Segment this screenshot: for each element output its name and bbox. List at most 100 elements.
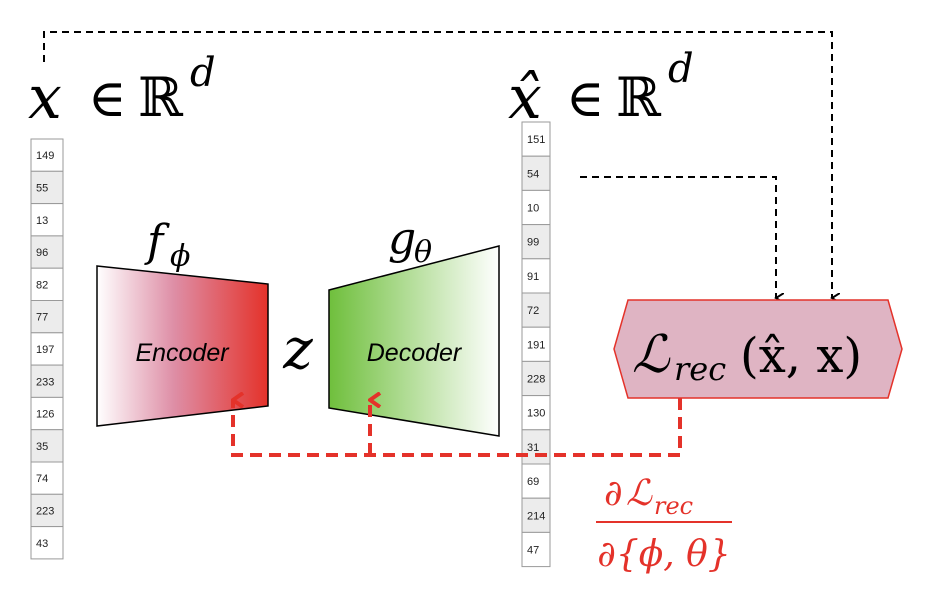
- input-to-loss-dashed-connector: [43, 31, 832, 298]
- input-vector-cell-value: 55: [36, 182, 48, 194]
- input-vector-cell-value: 149: [36, 150, 54, 162]
- loss-subscript: rec: [674, 350, 726, 388]
- output-vector-cell-value: 214: [527, 510, 545, 522]
- decoder-subscript: θ: [414, 235, 432, 270]
- output-var: x̂: [508, 63, 542, 133]
- encoder-label: Encoder: [135, 339, 230, 367]
- output-vector-cell-box: [521, 155, 551, 191]
- input-vector-cell-box: [30, 396, 64, 431]
- input-vector-cell-box: [30, 332, 64, 366]
- output-vector-cell: 99: [521, 224, 551, 260]
- input-vector-cell-box: [30, 364, 64, 398]
- input-vector-cell: 233: [30, 364, 64, 398]
- input-vector-cell: 13: [30, 203, 64, 237]
- output-vector-cell: 72: [521, 292, 551, 328]
- encoder-shape: [96, 265, 269, 427]
- output-vector-cell: 54: [521, 155, 551, 191]
- output-vector-cell-box: [521, 497, 551, 533]
- input-vector-cell-box: [30, 493, 64, 528]
- input-vector-cell-value: 96: [36, 247, 48, 259]
- output-vector-cell-value: 10: [527, 203, 539, 215]
- output-vector-cell-value: 54: [527, 168, 539, 180]
- loss-symbol: ℒ: [632, 325, 671, 385]
- output-label: x̂ ∈ ℝ d: [508, 46, 694, 133]
- output-vector-cell-box: [521, 429, 551, 465]
- output-vector-cell-value: 31: [527, 442, 539, 454]
- output-vector-cell: 91: [521, 258, 551, 294]
- output-vector-cell-value: 72: [527, 305, 539, 317]
- input-vector-cell: 55: [30, 170, 64, 205]
- loss-shape: [613, 299, 903, 399]
- input-vector-cell: 77: [30, 300, 64, 334]
- input-label: x ∈ ℝ d: [28, 50, 216, 133]
- input-vector: 149 55 13 96 82 77 197 233 126 35 74 223 43: [30, 138, 64, 560]
- loss-arguments: (x̂, x): [740, 328, 862, 384]
- output-vector-cell: 47: [521, 531, 551, 568]
- input-vector-cell-value: 82: [36, 279, 48, 291]
- output-to-loss-dashed-connector: [580, 176, 776, 298]
- encoder-symbol: f: [144, 216, 170, 267]
- output-vector-cell: 191: [521, 326, 551, 362]
- decoder-block: Decoder g θ: [328, 213, 500, 437]
- output-vector-cell-value: 47: [527, 545, 539, 557]
- input-vector-cell-box: [30, 203, 64, 237]
- input-vector-cell-value: 74: [36, 473, 48, 485]
- input-vector-cell: 74: [30, 461, 64, 495]
- output-set-symbol: ℝ: [616, 66, 662, 129]
- latent-symbol: z: [282, 317, 313, 382]
- output-vector-cell-value: 91: [527, 271, 539, 283]
- input-vector-cell-value: 43: [36, 538, 48, 550]
- output-vector-cell-value: 99: [527, 237, 539, 249]
- input-vector-cell: 126: [30, 396, 64, 431]
- encoder-subscript: ϕ: [170, 239, 190, 274]
- input-vector-cell-value: 35: [36, 441, 48, 453]
- input-var: x: [28, 63, 62, 133]
- output-vector-cell-box: [521, 531, 551, 568]
- output-vector-cell: 228: [521, 360, 551, 397]
- output-vector-cell-value: 191: [527, 339, 545, 351]
- input-vector-cell-value: 77: [36, 312, 48, 324]
- output-vector: 151 54 10 99 91 72 191 228 130 31 69 214 47: [521, 121, 551, 568]
- input-vector-cell-box: [30, 526, 64, 560]
- output-vector-cell: 10: [521, 189, 551, 226]
- gradient-path-main: [231, 398, 682, 457]
- output-vector-cell-box: [521, 258, 551, 294]
- input-vector-cell: 35: [30, 429, 64, 463]
- output-vector-cell: 69: [521, 463, 551, 499]
- loss-block: ℒ rec (x̂, x): [613, 299, 903, 399]
- gradient-fraction: ∂ ℒ rec ∂{ϕ, θ}: [596, 473, 732, 575]
- output-vector-cell: 151: [521, 121, 551, 157]
- input-vector-cell: 197: [30, 332, 64, 366]
- output-vector-cell: 31: [521, 429, 551, 465]
- input-vector-cell-value: 197: [36, 344, 54, 356]
- input-vector-cell-value: 126: [36, 409, 54, 421]
- gradient-numerator-d: ∂: [604, 473, 623, 514]
- input-vector-cell: 223: [30, 493, 64, 528]
- output-vector-cell-box: [521, 224, 551, 260]
- decoder-shape: [328, 245, 500, 437]
- output-vector-cell-box: [521, 463, 551, 499]
- input-vector-cell-value: 13: [36, 215, 48, 227]
- gradient-numerator-sub: rec: [654, 492, 693, 520]
- input-vector-cell-box: [30, 461, 64, 495]
- input-vector-cell: 149: [30, 138, 64, 172]
- output-vector-cell-value: 151: [527, 134, 545, 146]
- output-vector-cell: 214: [521, 497, 551, 533]
- gradient-numerator-L: ℒ: [626, 473, 653, 514]
- output-exponent: d: [668, 46, 694, 92]
- output-vector-cell-box: [521, 121, 551, 157]
- encoder-block: Encoder f ϕ: [96, 216, 269, 427]
- input-set-symbol: ℝ: [138, 66, 184, 129]
- input-vector-cell: 43: [30, 526, 64, 560]
- input-vector-cell-box: [30, 429, 64, 463]
- output-vector-cell-value: 130: [527, 408, 545, 420]
- output-vector-cell-value: 69: [527, 476, 539, 488]
- input-vector-cell-box: [30, 138, 64, 172]
- input-vector-cell-value: 223: [36, 505, 54, 517]
- input-in-symbol: ∈: [88, 69, 127, 129]
- output-in-symbol: ∈: [566, 69, 605, 129]
- output-vector-cell-box: [521, 292, 551, 328]
- input-vector-cell-box: [30, 267, 64, 302]
- input-vector-cell-box: [30, 300, 64, 334]
